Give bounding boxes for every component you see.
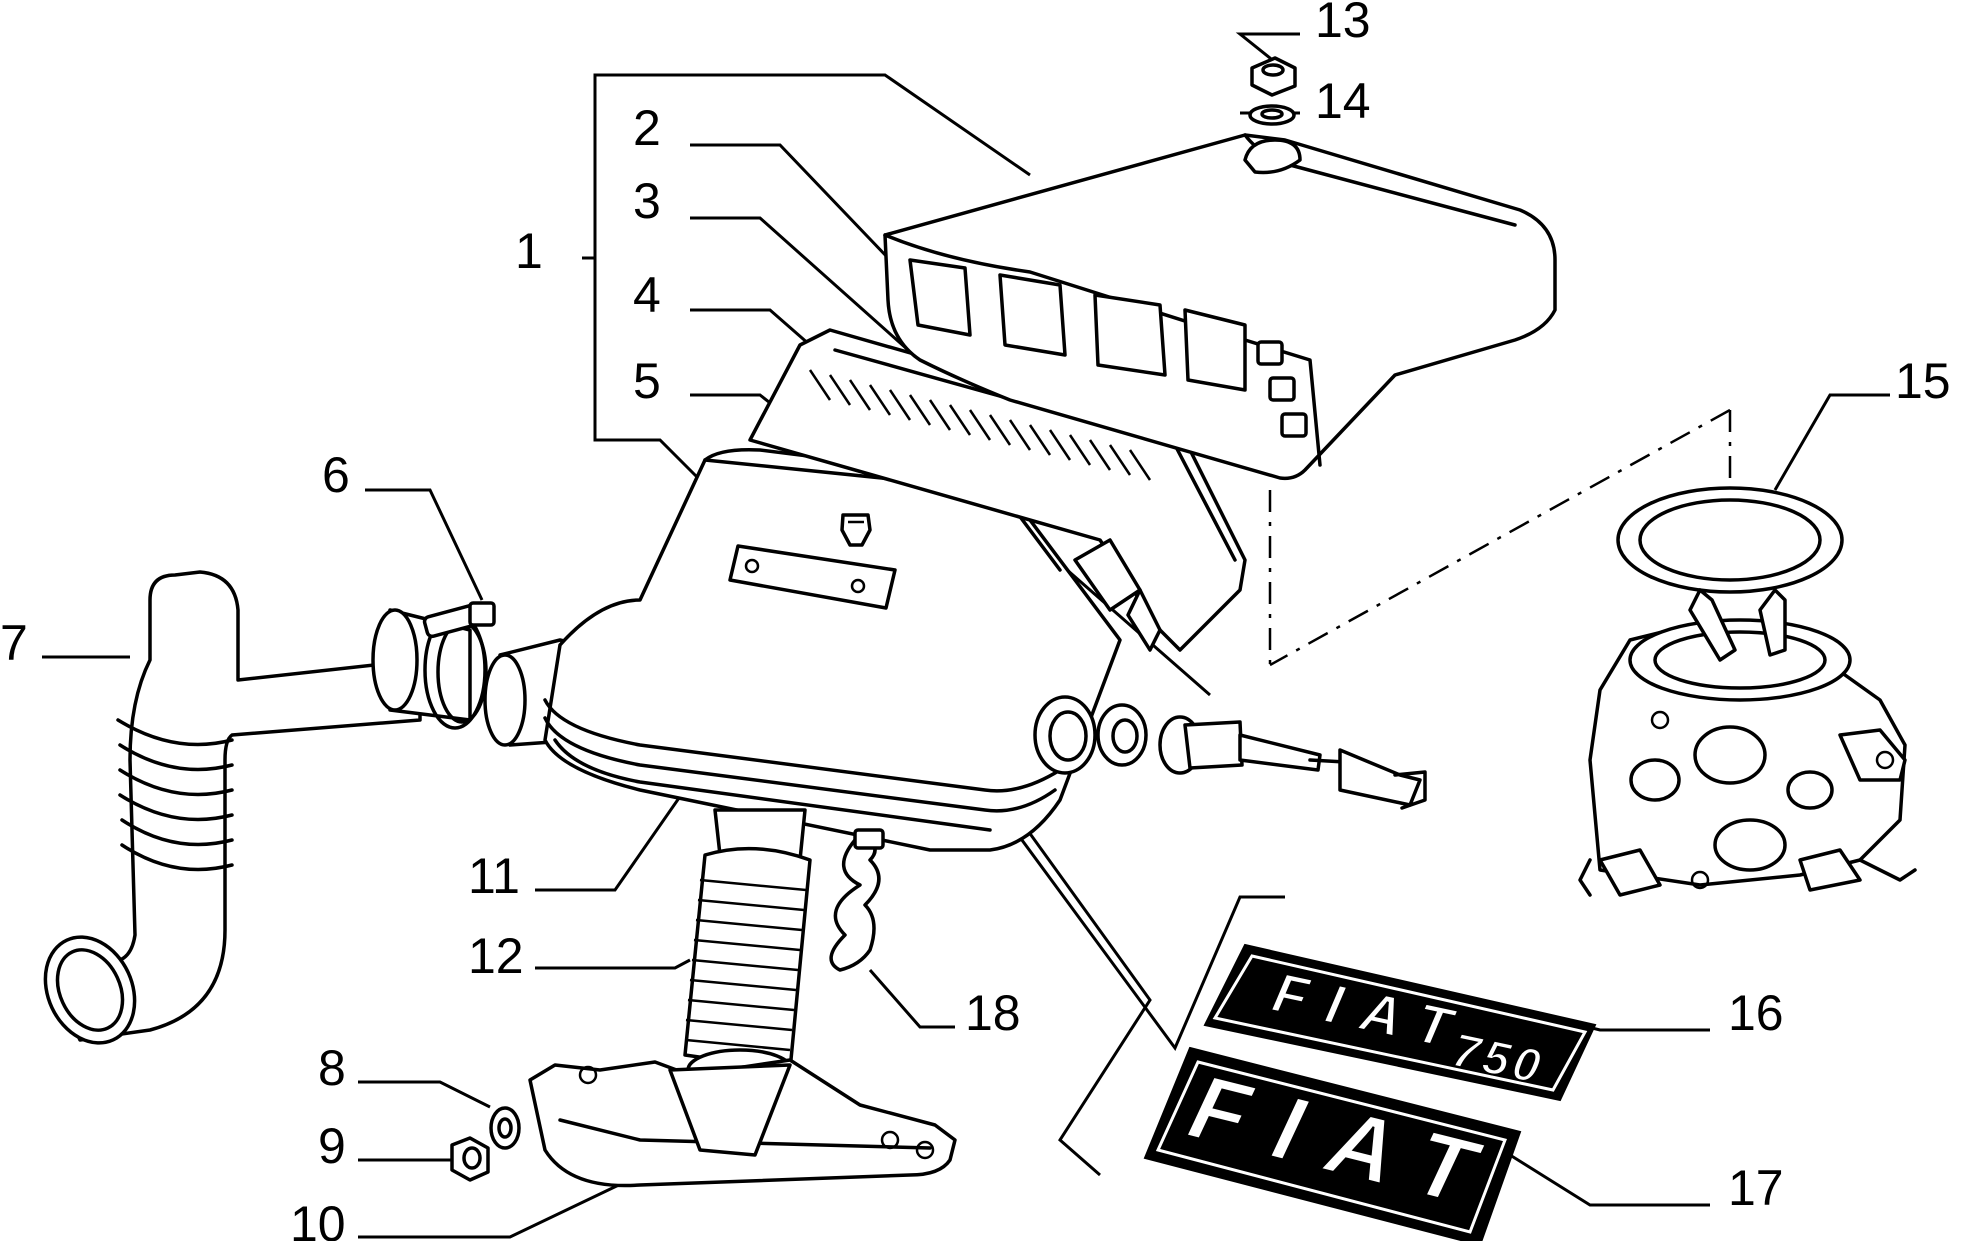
callout-4: 4	[633, 267, 661, 323]
part-4-sensor-with-lead	[1158, 715, 1427, 810]
callout-7: 7	[0, 615, 28, 671]
part-12-corrugated-pipe	[683, 846, 812, 1092]
callout-6: 6	[322, 447, 350, 503]
part-11-screw	[840, 513, 872, 547]
part-15-gasket-ring	[1616, 486, 1844, 594]
callout-5: 5	[633, 353, 661, 409]
part-9-nut	[450, 1136, 490, 1182]
callout-13: 13	[1315, 0, 1371, 48]
part-6-hose-clamp	[422, 601, 496, 730]
callout-14: 14	[1315, 73, 1371, 129]
callout-2: 2	[633, 100, 661, 156]
callout-18: 18	[965, 985, 1021, 1041]
callout-9: 9	[318, 1118, 346, 1174]
part-14-washer	[1248, 104, 1296, 126]
callout-17: 17	[1728, 1160, 1784, 1216]
callout-12: 12	[468, 928, 524, 984]
part-7-inlet-duct	[43, 570, 472, 1045]
part-1-filter-cover	[883, 133, 1557, 481]
carburettor	[1578, 588, 1917, 897]
part-13-nut	[1250, 56, 1297, 97]
part-10-bracket	[528, 1058, 957, 1188]
callout-10: 10	[290, 1196, 346, 1241]
part-5-gasket	[1096, 703, 1148, 767]
callout-16: 16	[1728, 985, 1784, 1041]
part-8-washer	[489, 1106, 521, 1150]
callout-1: 1	[515, 223, 543, 279]
callout-11: 11	[468, 848, 520, 904]
callout-3: 3	[633, 173, 661, 229]
part-18-wire-clip	[829, 828, 885, 972]
callout-8: 8	[318, 1040, 346, 1096]
callout-15: 15	[1895, 353, 1951, 409]
part-1-lower-housing	[483, 447, 1122, 862]
